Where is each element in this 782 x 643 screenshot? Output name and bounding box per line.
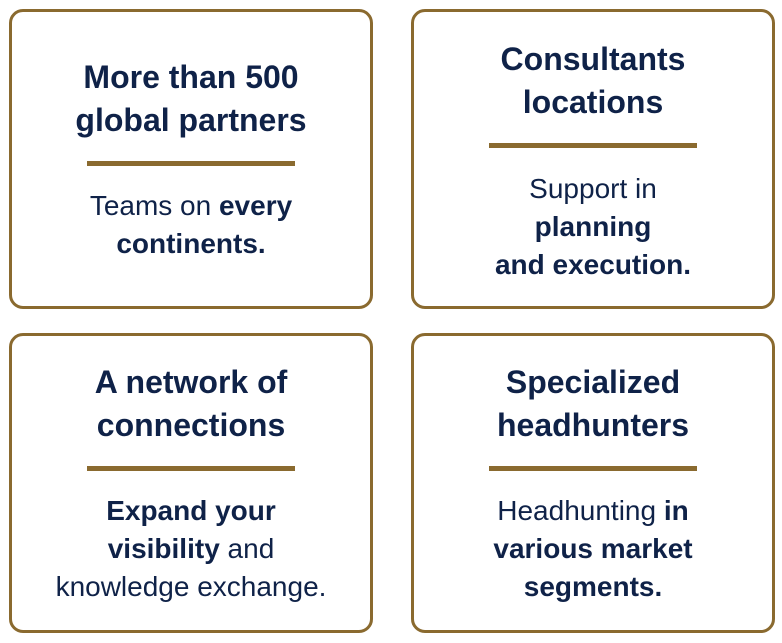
card-body-bold-text: in xyxy=(663,495,689,526)
card-body-line: various market xyxy=(414,530,772,568)
card-body-line: Expand your xyxy=(12,492,370,530)
card-network-connections: A network of connections Expand your vis… xyxy=(9,333,373,633)
card-divider xyxy=(87,161,295,166)
card-title: A network of connections xyxy=(12,361,370,447)
card-title-line: locations xyxy=(522,84,664,120)
card-body-line: Support in xyxy=(414,170,772,208)
card-body-line: and execution. xyxy=(414,246,772,284)
card-body-text: and xyxy=(219,533,275,564)
card-consultants-locations: Consultants locations Support in plannin… xyxy=(411,9,775,309)
card-body: Support in planning and execution. xyxy=(414,170,772,284)
card-body-line: planning xyxy=(414,208,772,246)
card-body-text: Teams on xyxy=(89,190,219,221)
card-body-bold-text: planning xyxy=(534,211,652,242)
card-body-bold-text: visibility xyxy=(107,533,220,564)
card-title-line: More than 500 xyxy=(83,59,299,95)
card-body-line: Headhunting in xyxy=(414,492,772,530)
card-body: Headhunting in various market segments. xyxy=(414,492,772,606)
card-divider xyxy=(489,466,697,471)
card-specialized-headhunters: Specialized headhunters Headhunting in v… xyxy=(411,333,775,633)
card-body-text: Headhunting xyxy=(497,495,664,526)
card-title: Specialized headhunters xyxy=(414,361,772,447)
card-body: Teams on every continents. xyxy=(12,187,370,263)
card-title-line: Consultants xyxy=(500,41,686,77)
card-divider xyxy=(489,143,697,148)
card-title-line: A network of xyxy=(94,364,288,400)
card-body: Expand your visibility and knowledge exc… xyxy=(12,492,370,606)
card-body-line: Teams on every xyxy=(12,187,370,225)
card-body-text: knowledge exchange. xyxy=(55,571,327,602)
card-divider xyxy=(87,466,295,471)
card-title-line: Specialized xyxy=(505,364,681,400)
card-body-text: Support in xyxy=(529,173,657,204)
card-body-bold-text: various market xyxy=(493,533,693,564)
card-title-line: connections xyxy=(96,407,286,443)
card-body-line: continents. xyxy=(12,225,370,263)
card-title: Consultants locations xyxy=(414,38,772,124)
card-global-partners: More than 500 global partners Teams on e… xyxy=(9,9,373,309)
card-body-bold-text: every xyxy=(218,190,293,221)
card-body-line: segments. xyxy=(414,568,772,606)
card-body-bold-text: and execution. xyxy=(494,249,692,280)
card-body-line: knowledge exchange. xyxy=(12,568,370,606)
card-body-bold-text: Expand your xyxy=(106,495,276,526)
card-title-line: headhunters xyxy=(496,407,690,443)
card-body-bold-text: segments. xyxy=(523,571,663,602)
card-body-line: visibility and xyxy=(12,530,370,568)
card-body-bold-text: continents. xyxy=(116,228,266,259)
card-title: More than 500 global partners xyxy=(12,56,370,142)
card-title-line: global partners xyxy=(75,102,307,138)
